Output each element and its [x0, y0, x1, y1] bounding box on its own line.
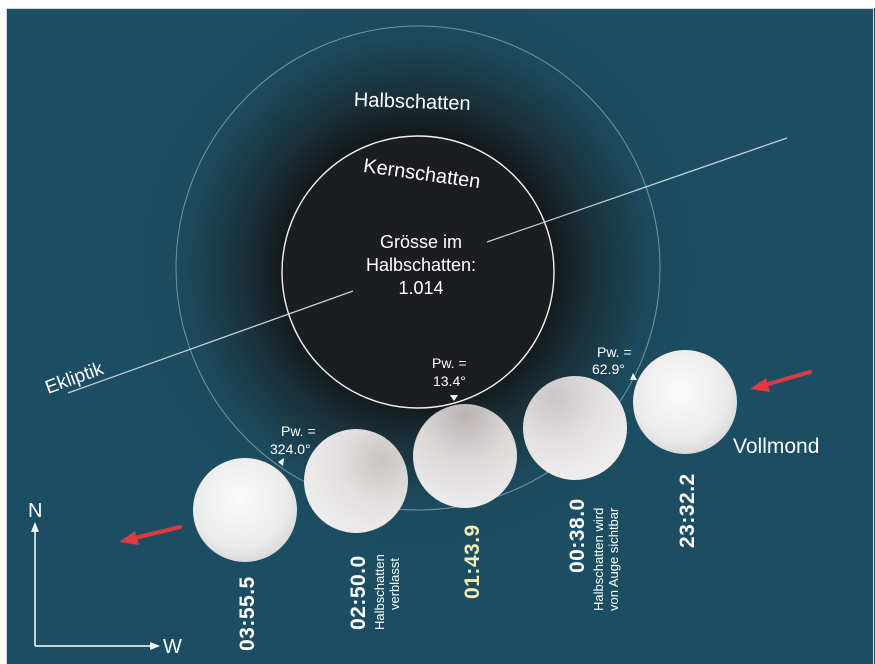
penumbra-label: Halbschatten: [353, 89, 470, 115]
ecliptic-line: [67, 290, 354, 394]
note-0250-line2: verblasst: [387, 558, 402, 610]
pa-label-1: Pw. =: [281, 423, 316, 439]
moon-0143: [413, 404, 517, 508]
time-0355: 03:55.5: [236, 576, 259, 651]
pa-value-3: 62.9°: [592, 361, 625, 377]
panel-border: [6, 8, 874, 664]
penumbra-circle: [175, 25, 661, 511]
ecliptic-line-right: [486, 137, 788, 243]
compass-west: W: [163, 636, 182, 658]
pa-marker-3: [630, 373, 637, 380]
moon-0355: [193, 458, 297, 562]
note-0038-line2: von Auge sichtbar: [606, 507, 621, 611]
moon-0038: [523, 376, 627, 480]
pa-marker-2: [450, 395, 458, 401]
pa-marker-1: [278, 458, 284, 466]
magnitude-line-1: Grösse im: [380, 232, 462, 252]
note-0038-line1: Halbschatten wird: [591, 508, 606, 611]
time-0143: 01:43.9: [461, 524, 484, 599]
pa-value-2: 13.4°: [433, 373, 466, 389]
moon-0250: [304, 429, 408, 533]
arrow-in-icon: [750, 370, 812, 392]
time-0250: 02:50.0: [347, 555, 370, 630]
compass-north: N: [28, 500, 42, 522]
note-0250-line1: Halbschatten: [372, 554, 387, 630]
magnitude-line-2: Halbschatten:: [366, 255, 476, 275]
umbra-circle: [281, 135, 555, 409]
pa-value-1: 324.0°: [270, 441, 311, 457]
time-0038: 00:38.0: [566, 498, 589, 573]
full-moon-label: Vollmond: [733, 435, 819, 458]
time-2332: 23:32.2: [676, 473, 699, 548]
compass: [31, 522, 160, 650]
arrow-out-icon: [119, 525, 182, 545]
pa-label-3: Pw. =: [597, 344, 632, 360]
magnitude-value: 1.014: [398, 278, 443, 298]
pa-label-2: Pw. =: [432, 355, 467, 371]
moon-2332: [633, 350, 737, 454]
